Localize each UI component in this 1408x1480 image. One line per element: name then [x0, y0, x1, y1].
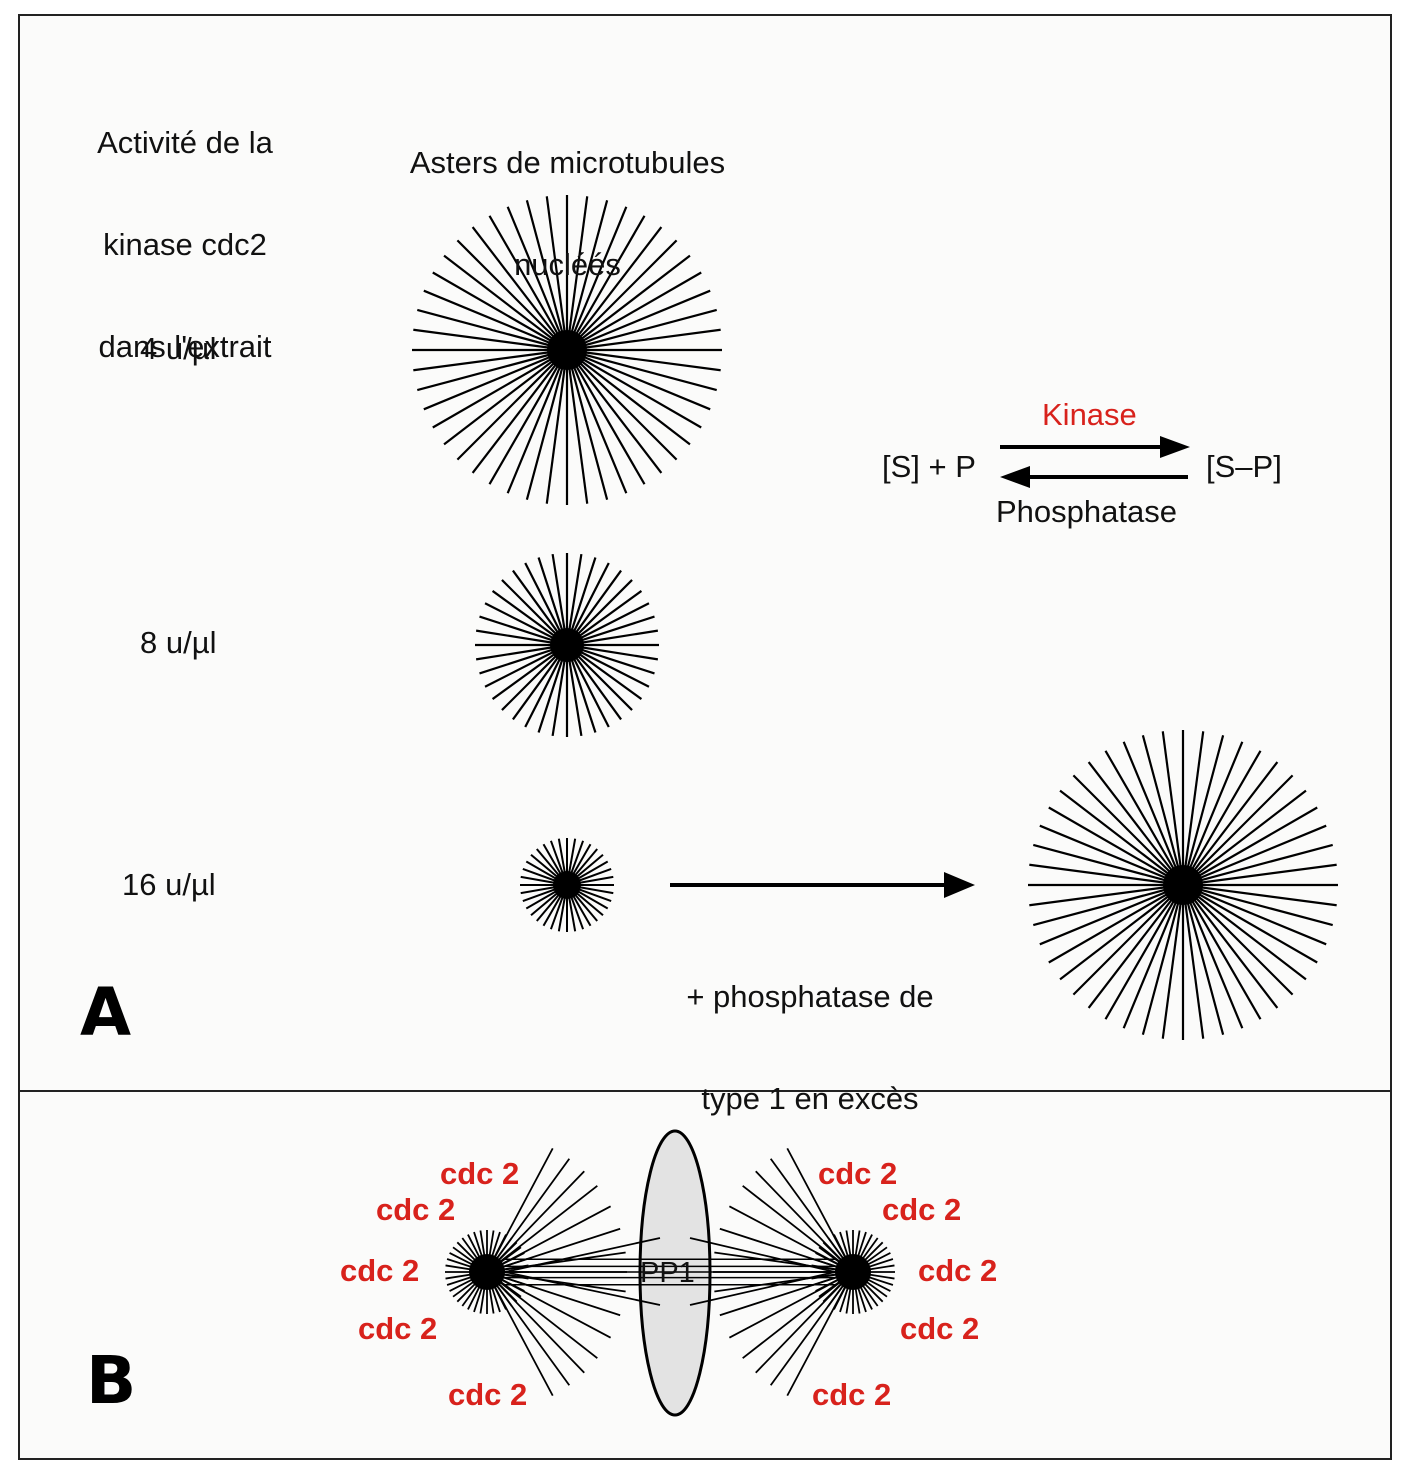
microtubule-ray — [1033, 845, 1183, 885]
cdc2-right-2: cdc 2 — [882, 1193, 961, 1227]
microtubule-ray — [1033, 885, 1183, 925]
panel-b-letter: B — [86, 1348, 136, 1414]
cdc2-right-3: cdc 2 — [918, 1254, 997, 1288]
spindle-pole — [469, 1254, 505, 1290]
cdc2-right-1: cdc 2 — [818, 1157, 897, 1191]
spindle-pole — [835, 1254, 871, 1290]
microtubule-ray — [487, 1272, 569, 1385]
microtubule-ray — [1183, 885, 1223, 1035]
cdc2-left-4: cdc 2 — [358, 1312, 437, 1346]
phosphatase-label: Phosphatase — [996, 495, 1177, 529]
concentration-4: 4 u/µl — [140, 332, 216, 366]
microtubule-ray — [771, 1272, 853, 1385]
cdc2-right-5: cdc 2 — [812, 1378, 891, 1412]
concentration-16: 16 u/µl — [122, 868, 216, 902]
aster-medium — [475, 553, 659, 737]
cdc2-left-3: cdc 2 — [340, 1254, 419, 1288]
cdc2-left-5: cdc 2 — [448, 1378, 527, 1412]
cdc2-left-1: cdc 2 — [440, 1157, 519, 1191]
microtubule-ray — [527, 350, 567, 500]
microtubule-ray — [1183, 735, 1223, 885]
cdc2-left-2: cdc 2 — [376, 1193, 455, 1227]
treatment-arrow — [670, 872, 975, 898]
treatment-label: + phosphatase de type 1 en excès — [660, 912, 960, 1150]
centrosome — [1163, 865, 1203, 905]
substrate-label: [S] + P — [882, 450, 976, 484]
microtubule-ray — [567, 350, 607, 500]
column-header-asters: Asters de microtubules nucléés — [360, 78, 775, 316]
kinase-forward-arrow — [1000, 436, 1190, 458]
phospho-substrate-label: [S–P] — [1206, 450, 1282, 484]
kinase-label: Kinase — [1042, 398, 1137, 432]
microtubule-ray — [1143, 735, 1183, 885]
centrosome — [547, 330, 587, 370]
concentration-8: 8 u/µl — [140, 626, 216, 660]
aster-small — [520, 838, 614, 932]
cdc2-right-4: cdc 2 — [900, 1312, 979, 1346]
aster-rescued — [1028, 730, 1338, 1040]
centrosome — [550, 628, 584, 662]
microtubule-ray — [567, 350, 717, 390]
microtubule-ray — [417, 350, 567, 390]
pp1-label: PP1 — [640, 1256, 695, 1290]
panel-a-letter: A — [80, 980, 131, 1046]
microtubule-ray — [1143, 885, 1183, 1035]
centrosome — [553, 871, 581, 899]
microtubule-ray — [1183, 845, 1333, 885]
phosphatase-reverse-arrow — [1000, 466, 1188, 488]
microtubule-ray — [1183, 885, 1333, 925]
